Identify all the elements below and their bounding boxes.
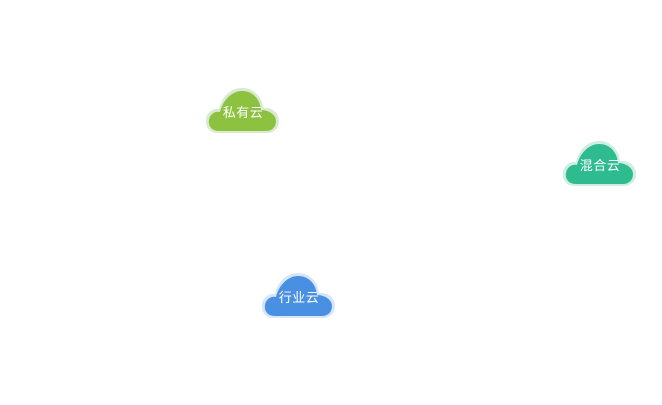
- cloud-label: 混合云: [579, 159, 621, 174]
- cloud-label: 私有云: [222, 106, 264, 121]
- cloud-private[interactable]: 私有云: [204, 86, 282, 136]
- cloud-hybrid[interactable]: 混合云: [561, 139, 639, 189]
- cloud-icon: [205, 88, 279, 133]
- cloud-icon: [261, 273, 335, 318]
- cloud-icon: [562, 141, 636, 186]
- cloud-label: 行业云: [278, 291, 320, 306]
- cloud-industry[interactable]: 行业云: [260, 271, 338, 321]
